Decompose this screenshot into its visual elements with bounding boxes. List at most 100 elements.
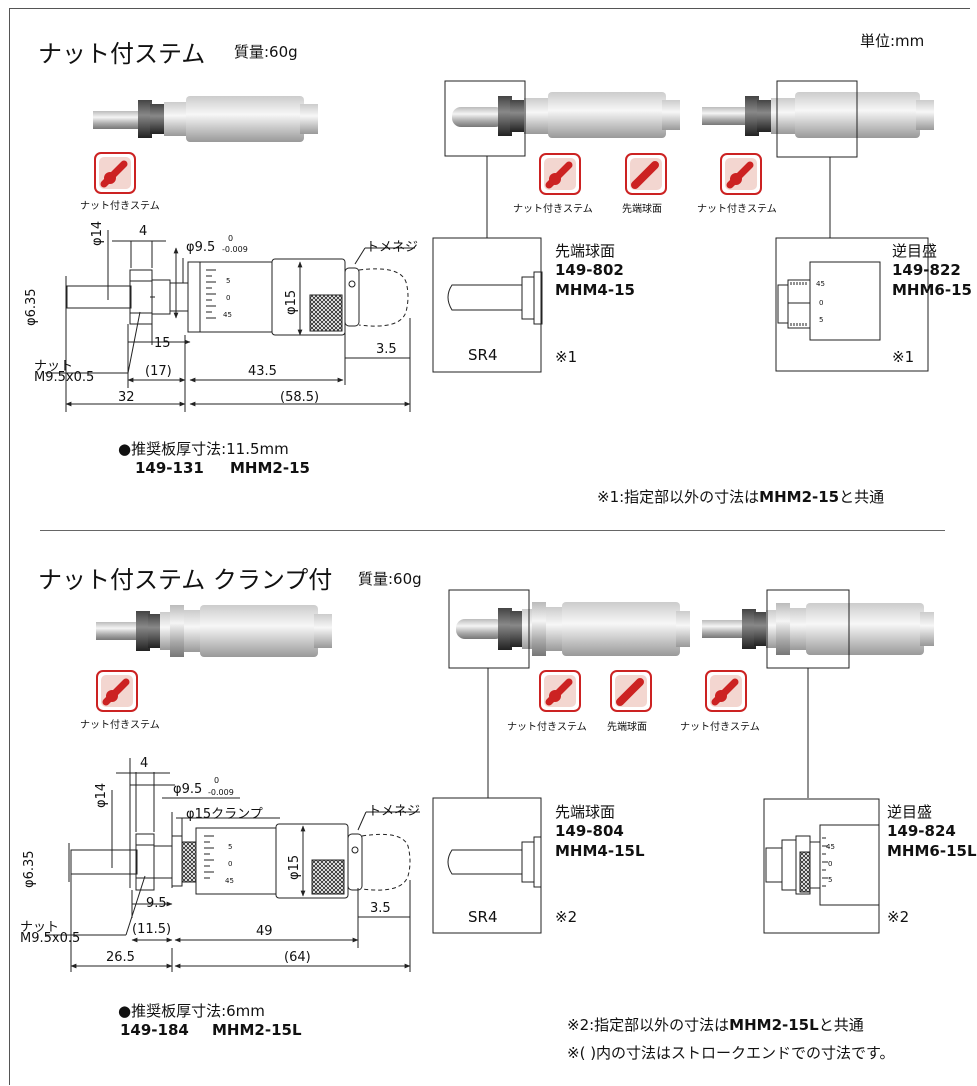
- photo-variant-b-2: [702, 589, 934, 798]
- icon-label: 先端球面: [607, 722, 647, 733]
- detail-tip-a-2: [447, 836, 542, 888]
- variant-name: 先端球面: [555, 242, 616, 260]
- nut-spec: M9.5x0.5: [34, 370, 95, 385]
- nut-stem-icon: [544, 675, 576, 707]
- icon-label: ナット付きステム: [80, 720, 160, 731]
- icon-label: ナット付きステム: [80, 201, 160, 212]
- dim-phi635: φ6.35: [24, 288, 39, 326]
- nut-stem-icon: [94, 152, 136, 194]
- variant-code: 149-804: [555, 822, 624, 840]
- part-code: 149-184: [120, 1021, 189, 1039]
- note-model: MHM2-15: [759, 488, 840, 506]
- scale-mark: 45: [816, 280, 825, 288]
- nut-label: ナット: [20, 920, 60, 935]
- dim-a: 9.5: [146, 896, 167, 911]
- nut-stem-icon: [96, 670, 138, 712]
- dim-b: (11.5): [132, 922, 172, 937]
- tomeneji-label: トメネジ: [366, 240, 419, 255]
- nut-stem-icon: [710, 675, 742, 707]
- note-prefix: ※2:指定部以外の寸法は: [567, 1016, 730, 1034]
- dim-4: 4: [139, 224, 148, 239]
- page-frame: [9, 8, 970, 1085]
- scale-mark: 0: [228, 860, 233, 868]
- common-note: ※2:指定部以外の寸法はMHM2-15Lと共通: [567, 1014, 864, 1035]
- dim-phi95: φ9.5: [186, 240, 216, 255]
- note-mark: ※1: [892, 348, 915, 366]
- variant-name: 逆目盛: [892, 242, 938, 260]
- ball-tip-icon: [615, 675, 647, 707]
- nut-stem-icon: [99, 157, 131, 189]
- variant-model: MHM6-15: [892, 281, 972, 299]
- dim-phi15: φ15: [284, 289, 299, 315]
- dim-a: 15: [154, 336, 171, 351]
- note-mark: ※1: [555, 348, 578, 366]
- note-prefix: ※1:指定部以外の寸法は: [597, 488, 760, 506]
- part-code: 149-131: [135, 459, 204, 477]
- unit-label: 単位:mm: [860, 32, 925, 50]
- section-title: ナット付ステム: [38, 40, 206, 68]
- plate-thickness: ●推奨板厚寸法:6mm: [118, 1002, 265, 1020]
- icon-label: ナット付きステム: [507, 722, 587, 733]
- tomeneji-label: トメネジ: [368, 804, 421, 819]
- note-mark: ※2: [887, 908, 910, 926]
- icon-label: 先端球面: [622, 204, 662, 215]
- variant-name: 先端球面: [555, 803, 616, 821]
- icon-label: ナット付きステム: [513, 204, 593, 215]
- dim-c: 43.5: [248, 364, 277, 379]
- variant-model: MHM4-15L: [555, 842, 645, 860]
- mass-label: 質量:60g: [358, 570, 422, 588]
- dim-d: 3.5: [370, 901, 391, 916]
- photo-main-1: [93, 96, 318, 142]
- scale-mark: 5: [228, 843, 233, 851]
- sr-label: SR4: [468, 908, 498, 926]
- variant-name: 逆目盛: [887, 803, 933, 821]
- nut-stem-icon: [720, 153, 762, 195]
- dim-b: (17): [145, 364, 172, 379]
- tol-top: 0: [228, 234, 234, 243]
- dim-phi14: φ14: [94, 782, 109, 808]
- icon-label: ナット付きステム: [697, 204, 777, 215]
- variant-model: MHM4-15: [555, 281, 635, 299]
- detail-tip-a-1: [447, 271, 543, 325]
- scale-mark: 0: [828, 860, 833, 868]
- note-suffix: と共通: [818, 1016, 864, 1034]
- note-suffix: と共通: [839, 488, 885, 506]
- note-mark: ※2: [555, 908, 578, 926]
- tol-bottom: -0.009: [208, 788, 234, 797]
- common-note: ※1:指定部以外の寸法はMHM2-15と共通: [597, 486, 884, 507]
- nut-stem-icon: [101, 675, 133, 707]
- photo-main-2: [96, 605, 332, 657]
- stroke-end-note: ※( )内の寸法はストロークエンドでの寸法です。: [567, 1044, 895, 1062]
- dim-e: 32: [118, 390, 135, 405]
- scale-mark: 45: [223, 311, 232, 319]
- variant-code: 149-824: [887, 822, 956, 840]
- dim-f: (64): [284, 950, 311, 965]
- dim-d: 3.5: [376, 342, 397, 357]
- dim-4: 4: [140, 756, 149, 771]
- tol-top: 0: [214, 776, 220, 785]
- dim-c: 49: [256, 924, 273, 939]
- drawing-1: [45, 230, 415, 412]
- scale-mark: 5: [828, 876, 833, 884]
- ball-tip-icon: [610, 670, 652, 712]
- variant-code: 149-802: [555, 261, 624, 279]
- plate-thickness: ●推奨板厚寸法:11.5mm: [118, 440, 289, 458]
- photo-variant-a-2: [448, 589, 690, 798]
- nut-stem-icon: [539, 153, 581, 195]
- scale-mark: 45: [826, 843, 835, 851]
- drawing-2: [45, 758, 420, 972]
- nut-label: ナット: [34, 359, 74, 374]
- dim-e: 26.5: [106, 950, 135, 965]
- variant-model: MHM6-15L: [887, 842, 977, 860]
- dim-phi14: φ14: [90, 220, 105, 246]
- scale-mark: 0: [226, 294, 231, 302]
- tol-bottom: -0.009: [222, 245, 248, 254]
- scale-mark: 5: [226, 277, 231, 285]
- nut-stem-icon: [544, 158, 576, 190]
- dim-f: (58.5): [280, 390, 320, 405]
- detail-box-b-2: [763, 798, 880, 934]
- part-model: MHM2-15: [230, 459, 310, 477]
- ball-tip-icon: [625, 153, 667, 195]
- part-model: MHM2-15L: [212, 1021, 302, 1039]
